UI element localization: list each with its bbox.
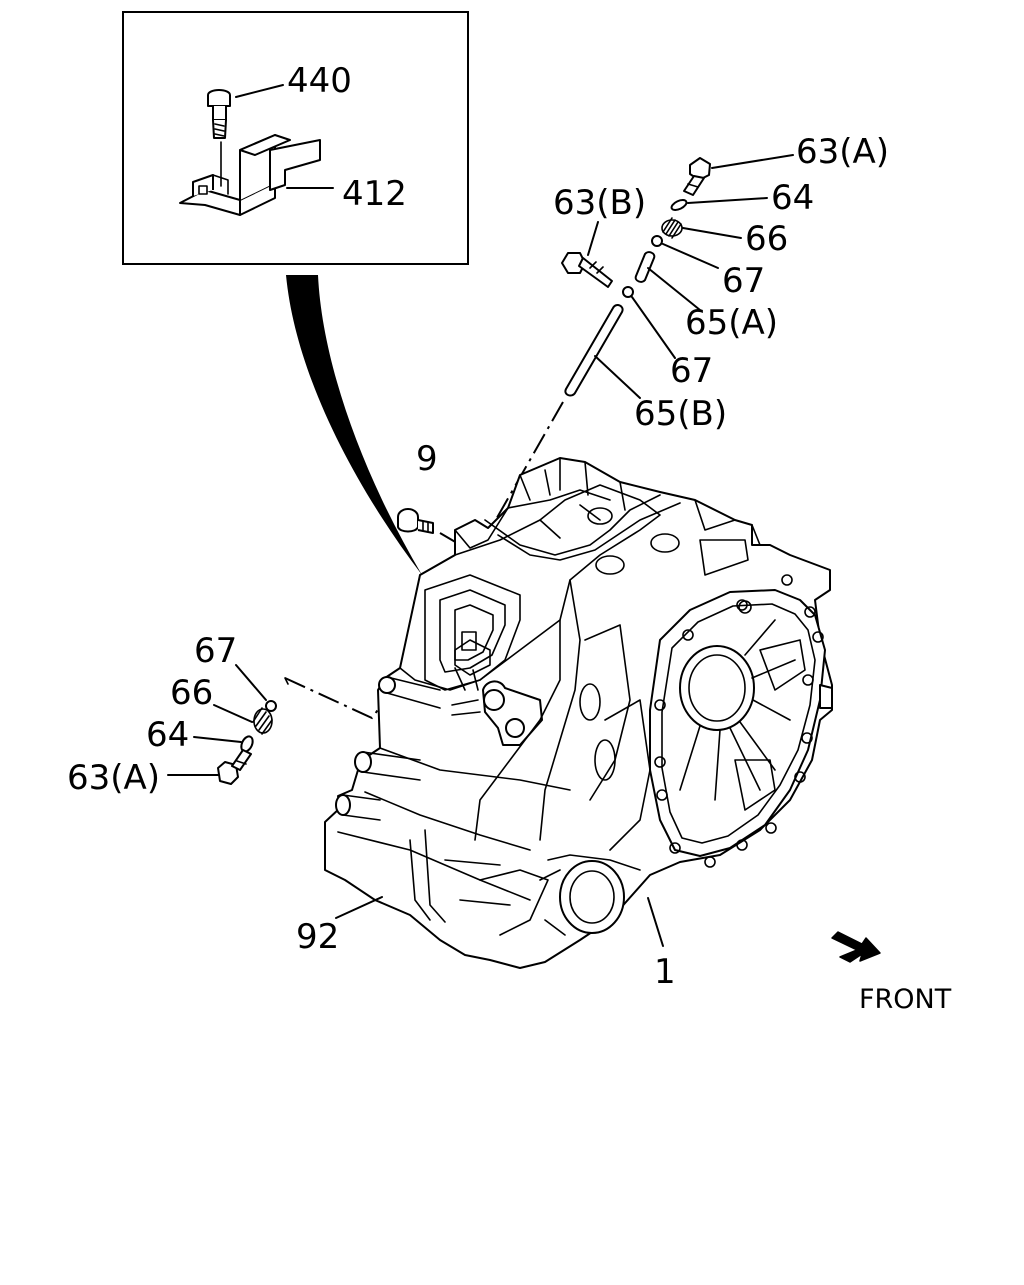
label-63a-top: 63(A)	[796, 132, 889, 172]
label-67-top: 67	[722, 261, 765, 301]
plug-9-drawing	[397, 508, 434, 534]
ring-64-top-drawing	[670, 199, 688, 211]
left-part-group: 67 66 64 63(A)	[67, 631, 386, 798]
inset-pointer-arrow	[286, 275, 422, 575]
label-92: 92	[296, 917, 339, 957]
label-66-left: 66	[170, 673, 213, 713]
label-9: 9	[416, 439, 438, 479]
bolt-63a-top-drawing	[683, 157, 711, 196]
label-65a: 65(A)	[685, 303, 778, 343]
label-64-left: 64	[146, 715, 189, 755]
spring-66-left-drawing	[252, 707, 273, 735]
pin-65a-drawing	[634, 251, 656, 283]
case-labels: 92 1	[296, 896, 676, 992]
transmission-case-drawing	[324, 457, 833, 969]
top-right-part-group: 63(A) 64 66 67 63(B) 65(A) 6	[489, 132, 889, 531]
label-64-top: 64	[771, 178, 814, 218]
ball-67-left-drawing	[265, 700, 277, 712]
bracket-412-drawing	[179, 134, 321, 216]
ball-67-top-drawing	[651, 235, 663, 247]
label-front: FRONT	[859, 984, 952, 1015]
label-67-left: 67	[194, 631, 237, 671]
label-412: 412	[342, 174, 407, 214]
label-63a-left: 63(A)	[67, 758, 160, 798]
rod-65b-drawing	[564, 304, 624, 397]
label-1: 1	[654, 952, 676, 992]
bolt-440-drawing	[207, 89, 231, 187]
label-440: 440	[287, 61, 352, 101]
bolt-63b-drawing	[561, 252, 613, 288]
front-arrow-icon	[831, 931, 881, 963]
label-63b: 63(B)	[553, 183, 646, 223]
detail-inset: 440 412	[122, 11, 469, 265]
front-indicator: FRONT	[831, 931, 952, 1015]
label-67-mid: 67	[670, 351, 713, 391]
spring-66-top-drawing	[661, 217, 683, 239]
label-65b: 65(B)	[634, 394, 727, 434]
ball-67-mid-drawing	[622, 286, 634, 298]
label-66-top: 66	[745, 219, 788, 259]
bolt-63a-left-drawing	[217, 749, 252, 785]
